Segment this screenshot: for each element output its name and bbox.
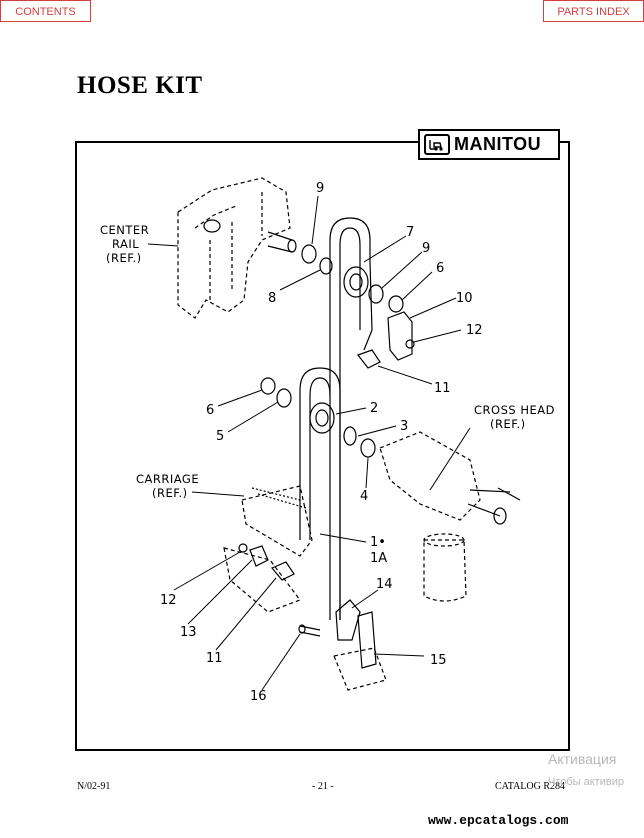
callout-1a: 1A [370,551,387,566]
elbow-fitting-upper [357,349,381,369]
bolt-16 [299,625,321,637]
carriage-label-line1: CARRIAGE [136,472,199,486]
callout-11-lower: 11 [206,651,223,666]
upper-sheave [343,266,369,298]
callout-11-upper: 11 [434,381,451,396]
callout-12-lower: 12 [160,593,177,608]
washer-9-upper [301,244,317,264]
upper-hose-loop [329,217,371,620]
carriage-label-line2: (REF.) [152,486,188,500]
callout-7: 7 [406,225,414,240]
forklift-icon [424,134,450,155]
footer-catalog: CATALOG R284 [495,781,566,792]
callout-10: 10 [456,291,473,306]
callout-15: 15 [430,653,447,668]
center-rail-label-line1: CENTER [100,223,149,237]
cross-head-label-line1: CROSS HEAD [474,403,555,417]
callout-13: 13 [180,625,197,640]
footer-date: N/02-91 [77,781,111,792]
callout-9-upper: 9 [316,181,324,196]
bracket-10 [387,311,413,361]
bearing-3 [343,426,357,446]
cross-head-label-line2: (REF.) [490,417,526,431]
lower-hose-loop [299,367,341,620]
washer-9-lower [368,284,384,304]
center-rail-label-line2: RAIL [112,237,139,251]
elbow-fitting-lower [271,561,295,581]
diagram-frame [75,141,570,751]
carriage-drawing [223,485,313,613]
washer-6-lower [260,377,276,395]
mount-block-15 [357,611,377,669]
washer-4 [360,438,376,458]
callout-4: 4 [360,489,368,504]
contents-button[interactable]: CONTENTS [0,0,91,22]
callout-6-upper: 6 [436,261,444,276]
lower-sheave [309,402,335,434]
activation-watermark-line2: Чтобы активир [548,776,624,788]
site-url: www.epcatalogs.com [428,813,569,828]
callout-1: 1• [370,535,386,550]
activation-watermark-line1: Активация [548,751,617,767]
callout-5: 5 [216,429,224,444]
cross-head-drawing [379,431,481,602]
callout-16: 16 [250,689,267,704]
logo-brand-text: MANITOU [454,134,542,154]
callout-12-upper: 12 [466,323,483,338]
bracket-13 [249,545,269,567]
center-rail-drawing [177,177,291,319]
callout-9-lower: 9 [422,241,430,256]
clamp-14 [335,599,361,641]
center-rail-label-line3: (REF.) [106,251,142,265]
footer-page-number: - 21 - [312,781,334,792]
manitou-logo: MANITOU [418,129,560,160]
page-title: HOSE KIT [77,72,203,99]
nut-12-lower [238,543,248,553]
callout-2: 2 [370,401,378,416]
center-rail-pin [203,219,297,253]
callout-3: 3 [400,419,408,434]
washer-6-upper [388,295,404,313]
callout-6-lower: 6 [206,403,214,418]
callout-14: 14 [376,577,393,592]
parts-index-button[interactable]: PARTS INDEX [543,0,644,22]
callout-8: 8 [268,291,276,306]
washer-5 [276,388,292,408]
spacer-8 [319,257,333,275]
